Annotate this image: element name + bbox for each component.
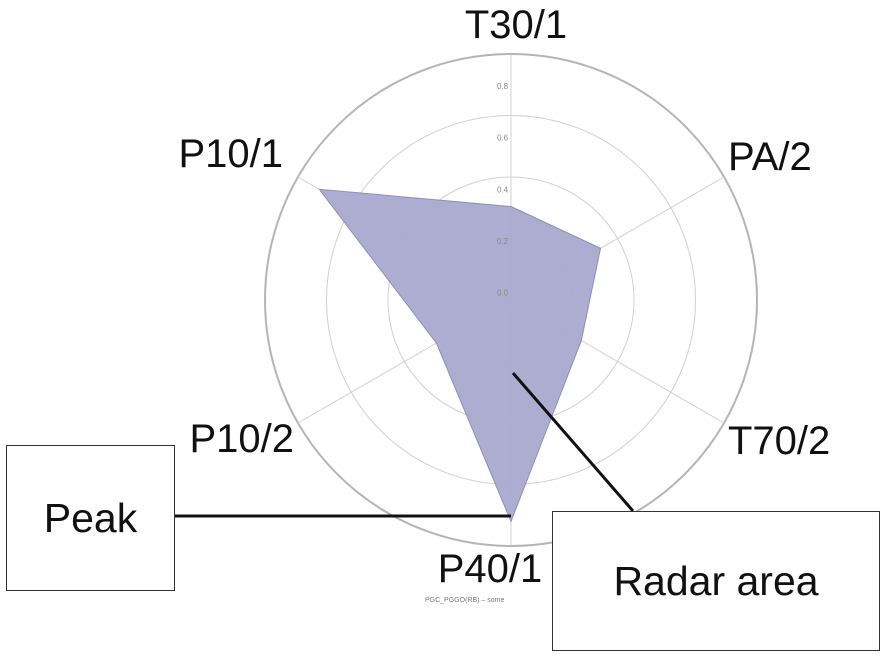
source-label: PGC_PGGO(RB) – some [425,597,504,604]
peak-callout: Peak [6,445,175,591]
radar-series [318,188,602,523]
axis-label-t30-1: T30/1 [465,3,567,47]
axis-label-p40-1: P40/1 [438,547,543,591]
tick-label-1: 0.2 [497,237,509,246]
radar-area-leader-line [511,372,635,512]
axis-label-t70-2: T70/2 [728,419,830,463]
radar-tick-labels: 0.0 0.2 0.4 0.6 0.8 [497,82,509,298]
tick-label-0: 0.0 [497,289,509,298]
tick-label-3: 0.6 [497,134,509,143]
tick-label-2: 0.4 [497,185,509,194]
axis-label-pa-2: PA/2 [728,135,812,179]
radar-area-callout: Radar area [552,511,880,651]
axis-label-p10-2: P10/2 [189,417,294,461]
tick-label-4: 0.8 [497,82,509,91]
radar-area-callout-label: Radar area [613,557,819,604]
axis-label-p10-1: P10/1 [178,132,283,176]
peak-callout-label: Peak [43,494,138,541]
series-area-1 [318,188,602,523]
